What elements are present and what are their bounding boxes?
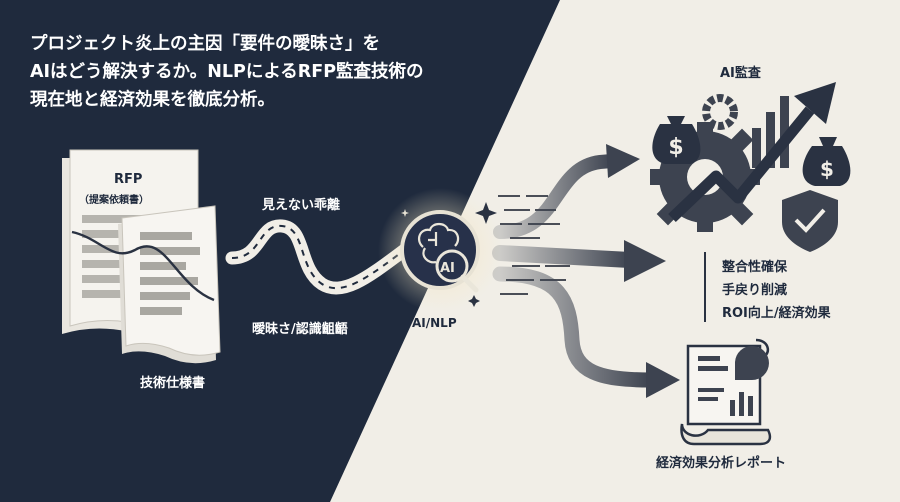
spec-label: 技術仕様書 (140, 376, 206, 391)
dark-background (0, 0, 560, 502)
headline-line-2: AIはどう解決するか。NLPによるRFP監査技術の (30, 62, 424, 82)
benefit-item: ROI向上/経済効果 (722, 306, 831, 321)
gap-label-top: 見えない乖離 (262, 198, 341, 213)
divergence-line (71, 230, 215, 302)
gap-label-bottom: 曖昧さ/認識齟齬 (252, 322, 348, 337)
arrow-to-benefits (492, 240, 666, 282)
money-bag-icon: $ (652, 116, 701, 164)
rfp-subtitle: （提案依頼書） (79, 195, 149, 206)
headline-line-1: プロジェクト炎上の主因「要件の曖昧さ」を (30, 34, 380, 54)
headline-line-3: 現在地と経済効果を徹底分析。 (30, 90, 275, 110)
small-gear-icon (702, 94, 738, 130)
ai-node-label: AI/NLP (412, 316, 457, 330)
rfp-title: RFP (114, 172, 143, 187)
spec-document (118, 205, 221, 364)
money-bag-icon-2: $ (802, 137, 851, 186)
bar-chart-icon (752, 96, 789, 168)
headline: プロジェクト炎上の主因「要件の曖昧さ」を AIはどう解決するか。NLPによるRF… (30, 30, 500, 114)
benefit-item: 整合性確保 (722, 260, 788, 275)
winding-road (225, 219, 417, 295)
svg-text:$: $ (820, 157, 834, 181)
audit-label: AI監査 (720, 66, 761, 81)
sparkle-icon (401, 202, 497, 307)
benefit-item: 手戻り削減 (722, 283, 788, 298)
magnifier-icon (435, 249, 479, 293)
ai-badge: AI (440, 261, 455, 276)
report-label: 経済効果分析レポート (656, 456, 787, 471)
svg-text:$: $ (668, 135, 683, 160)
arrow-to-report (492, 266, 680, 398)
trend-arrow-icon (668, 82, 836, 222)
shield-check-icon (782, 190, 838, 252)
arrow-to-audit (493, 144, 640, 239)
report-scroll-icon (680, 338, 772, 446)
ai-node (400, 210, 480, 293)
benefits-list: 整合性確保 手戻り削減 ROI向上/経済効果 (722, 256, 831, 325)
brain-icon (417, 222, 460, 264)
